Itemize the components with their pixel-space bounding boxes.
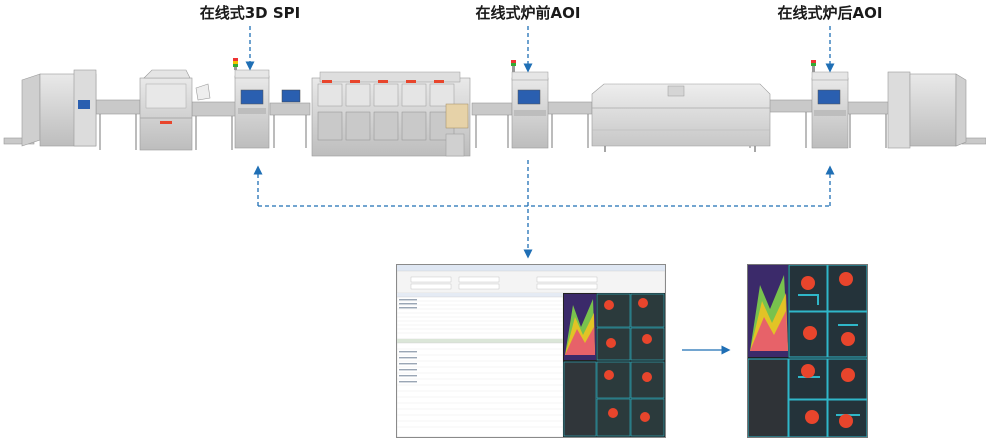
dashed-connector [258,160,830,254]
signal-tower-icon [811,60,816,72]
pick-and-place-line [312,72,470,156]
zoomed-pcb-view [748,265,867,437]
spi-machine [233,58,269,148]
pre-reflow-aoi-machine [511,60,548,148]
board-loader [22,70,96,146]
signal-tower-icon [233,58,238,70]
board-unloader [888,72,966,148]
signal-tower-icon [511,60,516,72]
inspection-image-zoom [747,264,868,438]
reflow-oven [592,84,770,152]
software-window [397,265,665,437]
inspection-software-screenshot [396,264,666,438]
post-reflow-aoi-machine [811,60,848,148]
operator-monitor [282,90,300,102]
